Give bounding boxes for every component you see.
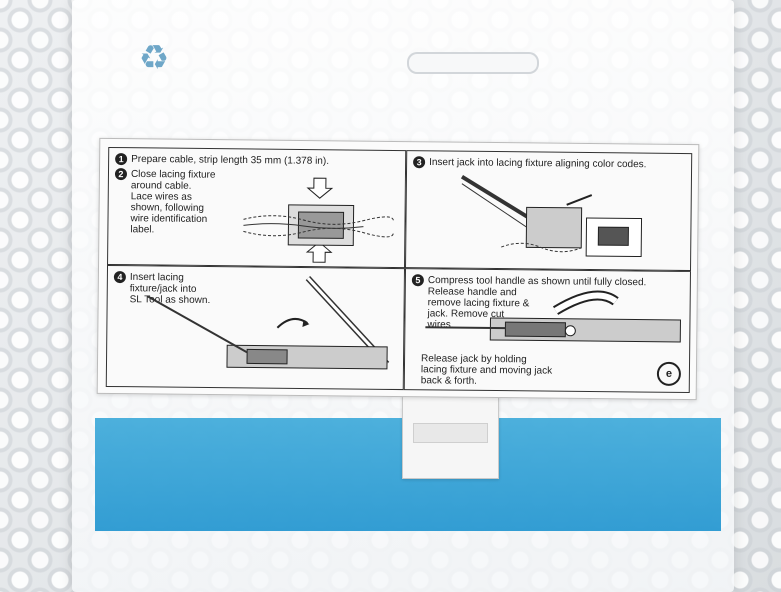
release-note: Release jack by holding lacing fixture a… [421,353,553,387]
sl-tool-insert-illustration [147,276,390,370]
release-note-line: back & forth. [420,375,478,387]
lacing-fixture-illustration [243,177,395,263]
recycle-icon: ♻ [138,39,170,77]
compress-tool-illustration [425,290,681,343]
certification-seal-icon: e [656,361,682,386]
hang-slot [407,52,539,74]
keystone-jack [402,392,499,479]
insert-jack-illustration [460,174,643,258]
